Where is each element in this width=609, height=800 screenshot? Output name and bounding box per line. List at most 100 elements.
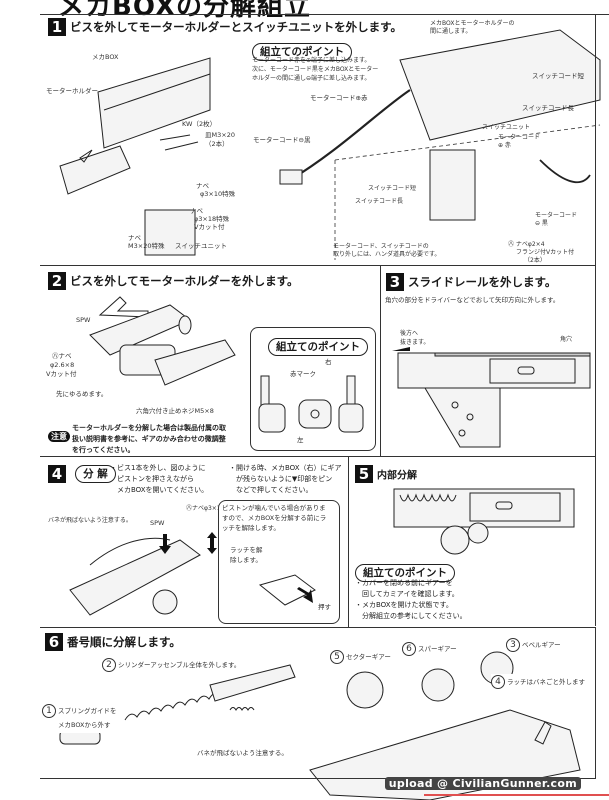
mechabox-body-shape (69, 539, 201, 616)
sector-gear-part (346, 671, 384, 709)
section-6-gears-diagram (309, 651, 581, 800)
callout-line-1: ピストンが噛んでいる場合がありま (222, 504, 326, 512)
latch-callout-box (218, 500, 340, 624)
frame-right-mid (595, 266, 596, 626)
section-3-desc: 角穴の部分をドライバーなどでおして矢印方向に外します。 (385, 296, 560, 304)
label-motor-holder: モーターホルダー (46, 87, 98, 95)
section-divider-bottom (40, 778, 595, 779)
section-divider-3 (40, 627, 595, 628)
section-4-bullet1-line2: ピストンを押さえながら (110, 475, 194, 483)
latch-part (534, 721, 552, 745)
label-motor-cord-plus-red: モーターコード⊕赤 (310, 94, 368, 102)
section-5-point-line-1: ・カバーを閉める前にギアーを (355, 579, 453, 587)
section-2-motor-diagram (89, 296, 236, 386)
section-4-bullet2-line3: などで押してください。 (229, 486, 313, 494)
label-latch-release-2: 除します。 (230, 556, 262, 564)
label-back-1: 後方へ (400, 330, 419, 337)
section-1-wiring-diagram (279, 29, 601, 260)
label-spw-4: SPW (150, 519, 165, 527)
watermark-underline (424, 794, 609, 796)
section-3-slide-rail-diagram (392, 347, 591, 448)
label-switch-cord-short-2: スイッチコード短 (368, 185, 417, 192)
spring-shape (178, 315, 192, 335)
section-5-point-line-4: 分解組立の参考にしてください。 (355, 612, 467, 620)
disassembly-badge: 分 解 (75, 464, 116, 483)
label-nabe-size: φ2.6×8 (50, 361, 75, 369)
section-2-caution: 注意 (48, 424, 70, 443)
callout-line-2: すので、メカBOXを分解する前にラ (222, 514, 327, 522)
step-4-text: ラッチはバネごと外します (507, 678, 585, 686)
label-solder-note-1: モーターコード、スイッチコードの (333, 243, 429, 250)
label-red-mark: 赤マーク (290, 370, 316, 378)
section-5-point-line-2: 回してカミアイを確認します。 (355, 590, 459, 598)
motor-holder-part-2 (154, 339, 236, 386)
push-arrow-icon (297, 587, 313, 603)
section-4-number: 4 (48, 464, 66, 483)
arrow-back-icon (392, 347, 410, 351)
label-screw-a: ㊇ ナベφ2×4 (508, 241, 545, 248)
label-switch-cord-long-2: スイッチコード長 (355, 198, 404, 205)
label-latch-release-1: ラッチを解 (230, 546, 263, 554)
sector-gear-shape (440, 525, 470, 555)
mechabox-rear-shape (399, 29, 601, 141)
connector-shape (279, 169, 303, 185)
section-6-cylinder-diagram (59, 664, 296, 745)
section-2-point: 組立てのポイント (268, 335, 368, 356)
caution-badge: 注意 (48, 431, 70, 442)
label-pass-between-2: 間に通します。 (430, 28, 472, 35)
arrow-left-icon (79, 149, 93, 163)
frame-right-bottom (595, 627, 596, 779)
motor-cord-black (289, 89, 411, 181)
watermark: upload @ CivilianGunner.com (384, 777, 581, 790)
section-2-number: 2 (48, 272, 66, 290)
section-4-bullet1-line1: ・ビス1本を外し、図のように (110, 464, 206, 472)
label-kw: KW（2枚） (182, 120, 217, 128)
label-motor-cord-1: モーターコード (498, 134, 541, 141)
section-1-number: 1 (48, 18, 66, 36)
title-divider (40, 14, 609, 15)
label-nabe3-size: M3×20特殊 (128, 242, 165, 250)
label-left: 左 (297, 436, 304, 444)
label-nabe: ㊇ナベ (52, 352, 72, 360)
label-solder-note-2: 取り外しには、ハンダ道具が必要です。 (333, 251, 441, 258)
section-3-number: 3 (386, 273, 404, 291)
label-switch-unit: スイッチユニット (175, 242, 227, 250)
section-4-bullet1-line3: メカBOXを開いてください。 (110, 486, 209, 494)
section-6-number: 6 (45, 633, 63, 651)
label-motor-cord-1-plus: ⊕ 赤 (498, 142, 511, 149)
cylinder-shape (209, 664, 296, 702)
page-title: メカBOXの分解組立 (58, 0, 312, 22)
label-screw-c: （2本） (524, 257, 546, 264)
label-nabe1-size: φ3×10特殊 (200, 190, 236, 198)
label-pass-between-1: メカBOXとモーターホルダーの (430, 20, 515, 27)
label-mechabox: メカBOX (92, 53, 119, 61)
label-right: 右 (325, 358, 332, 366)
label-screw-4: ㊇ナベφ3×10特殊 (186, 505, 237, 512)
label-nabe2: ナベ (190, 207, 203, 215)
label-nabe2-vcut: Vカット付 (194, 223, 225, 231)
section-2-3-divider (380, 266, 381, 456)
section-5-number: 5 (355, 465, 373, 483)
label-nabe3: ナベ (128, 234, 141, 242)
spur-gear-shape (467, 522, 489, 544)
label-set-screw: 六角穴付き止めネジM5×8 (136, 407, 214, 415)
label-motor-cord-2: モーターコード (535, 212, 578, 219)
section-4-bullet2-line1: ・開ける時、メカBOX（右）にギア (229, 464, 342, 472)
frame-right-top (595, 14, 596, 266)
motor-holder-shape (59, 145, 131, 195)
label-spring-warning-6: バネが飛ばないよう注意する。 (197, 745, 290, 761)
section-1-point: 組立てのポイント (252, 40, 352, 61)
label-nabe-vcut: Vカット付 (46, 370, 77, 378)
label-motor-cord-minus-black: モーターコード⊖黒 (253, 136, 311, 144)
section-4-open-mechabox-diagram (69, 532, 217, 616)
grip-frame-shape (424, 387, 501, 448)
